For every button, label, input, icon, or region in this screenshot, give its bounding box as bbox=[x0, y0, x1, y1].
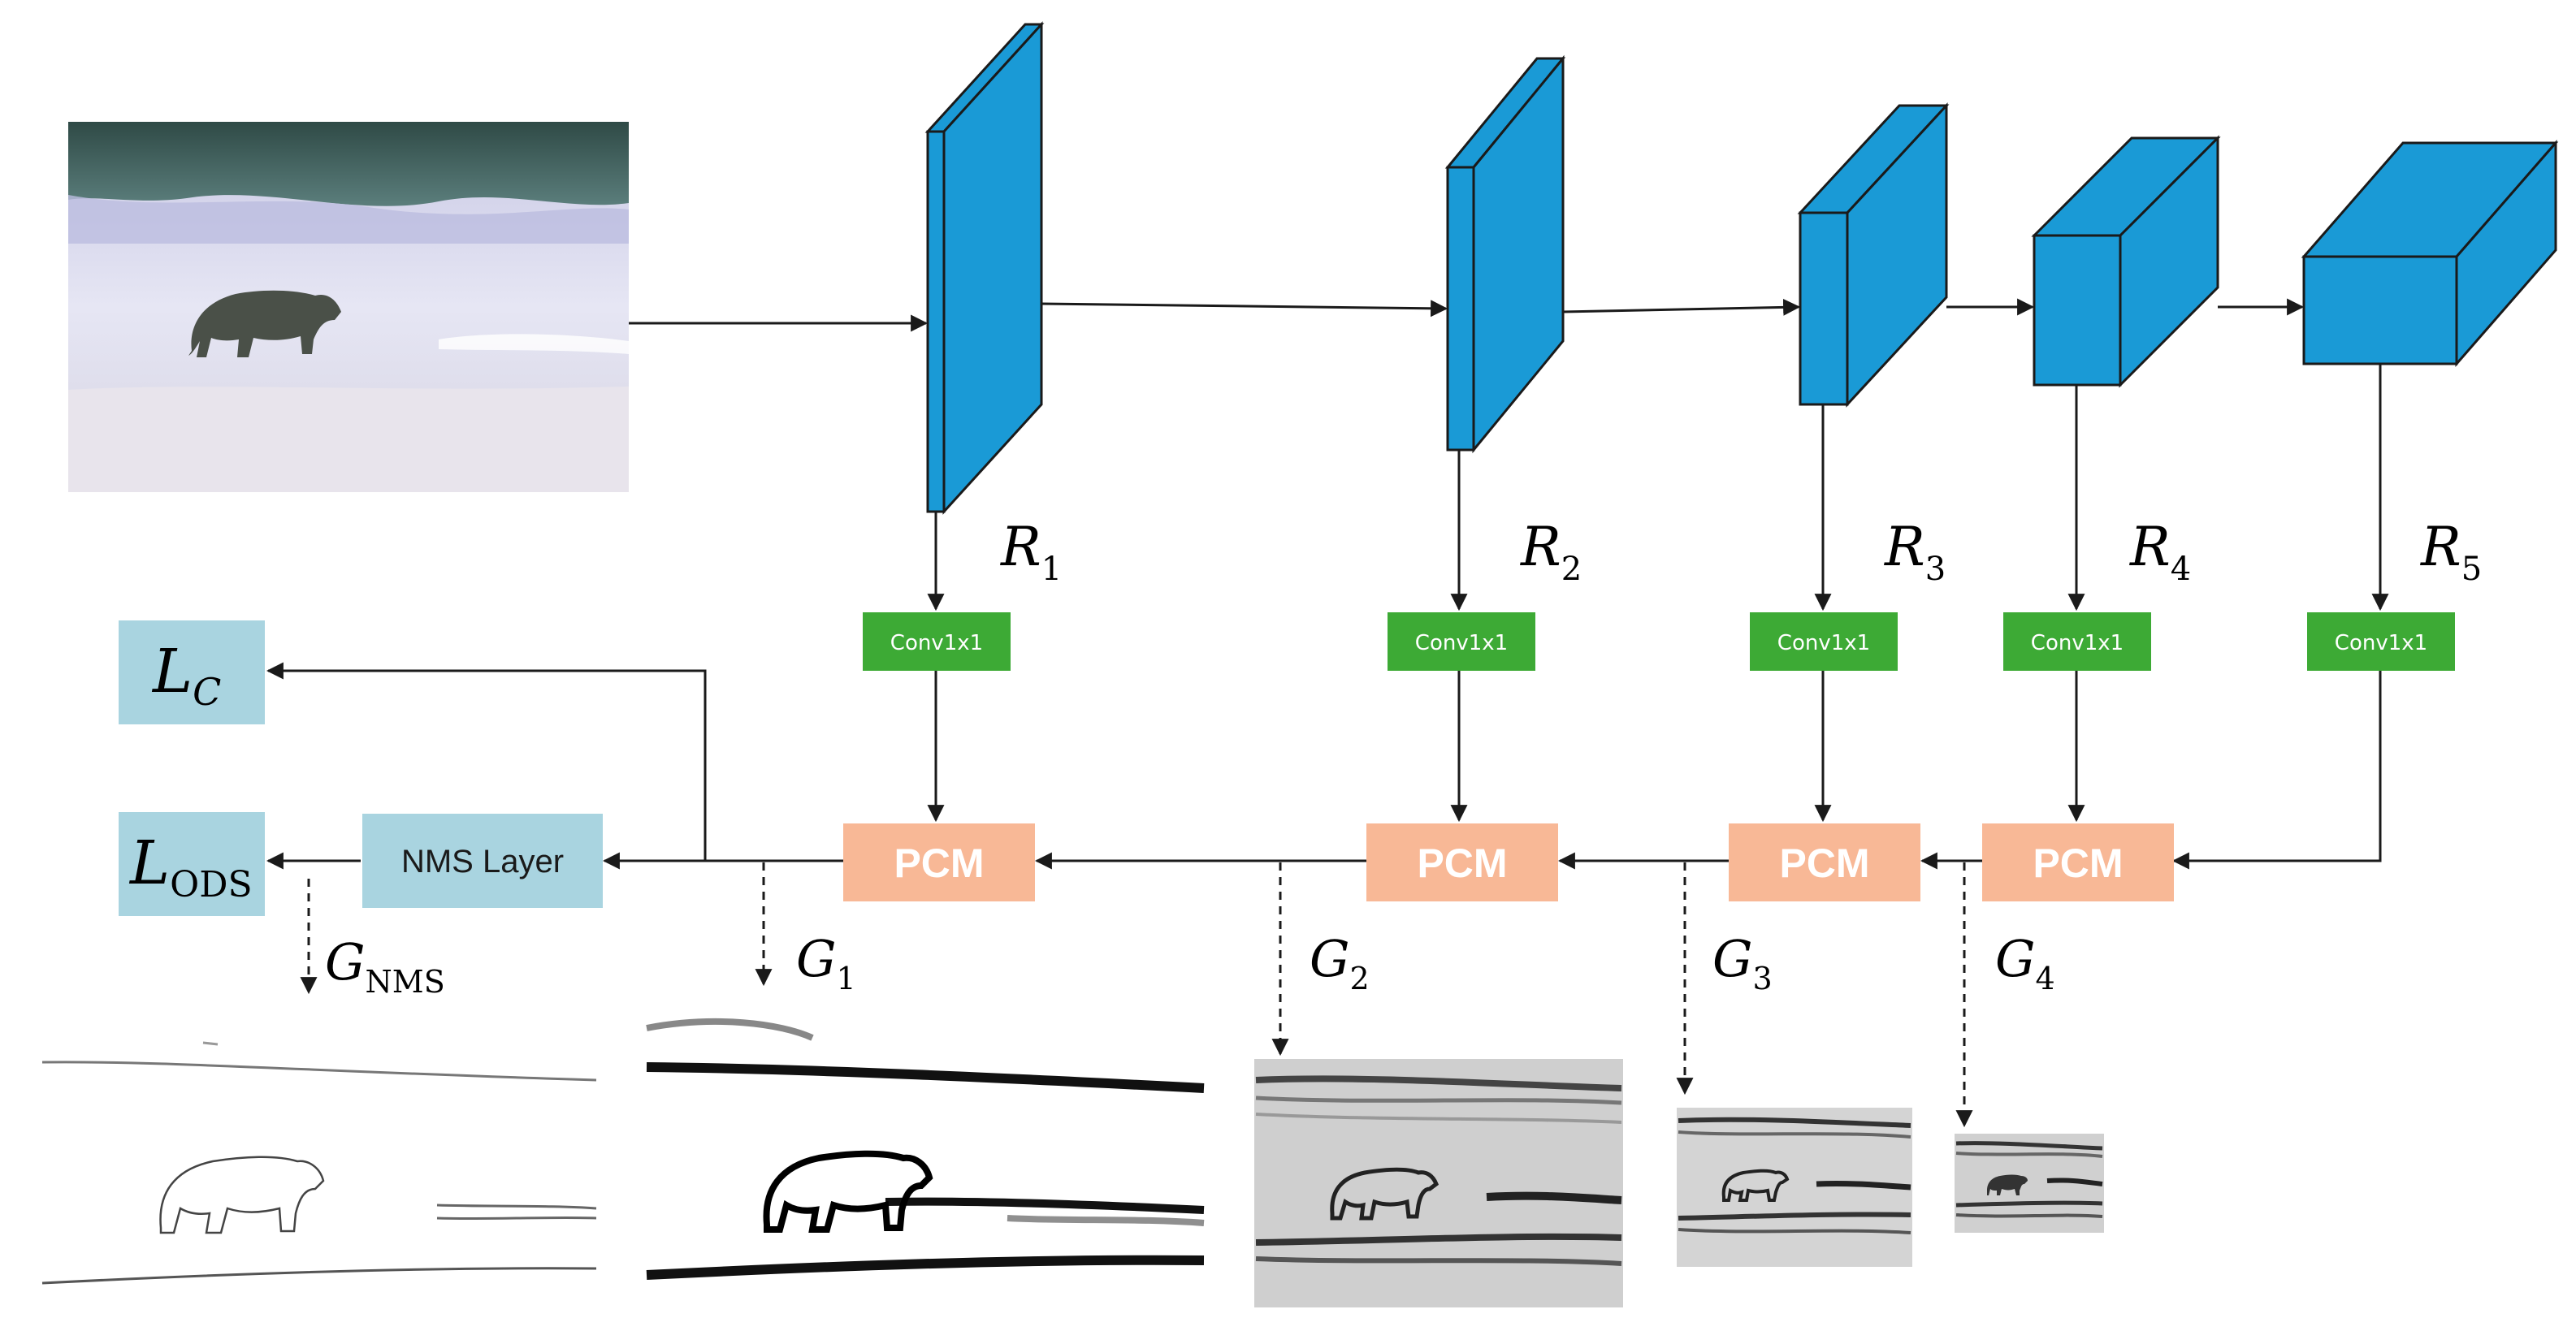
svg-text:PCM: PCM bbox=[1417, 841, 1507, 886]
loss-lods: LODS bbox=[119, 812, 265, 916]
conv-boxes: Conv1x1 Conv1x1 Conv1x1 Conv1x1 Conv1x1 bbox=[863, 612, 2455, 671]
bear-outline-thin bbox=[159, 1156, 325, 1234]
bear-outline-g2 bbox=[1330, 1167, 1440, 1221]
svg-text:PCM: PCM bbox=[1779, 841, 1869, 886]
output-dashed-arrows bbox=[300, 862, 1973, 1128]
r2-label: R2 bbox=[1520, 516, 1582, 588]
forward-arrows bbox=[629, 298, 2305, 332]
svg-text:Conv1x1: Conv1x1 bbox=[1777, 631, 1870, 655]
g3-label: G3 bbox=[1712, 929, 1773, 996]
bear-silhouette bbox=[188, 290, 341, 357]
g2-label: G2 bbox=[1310, 929, 1370, 996]
conv1x1-box-1 bbox=[863, 612, 1011, 671]
r3-label: R3 bbox=[1884, 516, 1946, 588]
svg-text:Conv1x1: Conv1x1 bbox=[1415, 631, 1508, 655]
block-to-conv-arrows bbox=[927, 364, 2389, 611]
pcm-boxes: PCM PCM PCM PCM bbox=[843, 823, 2174, 901]
conv1x1-box-2 bbox=[1388, 612, 1535, 671]
svg-text:PCM: PCM bbox=[2033, 841, 2123, 886]
svg-text:LC: LC bbox=[151, 637, 221, 714]
r-labels: R1 R2 R3 R4 R5 bbox=[1000, 516, 2482, 588]
feature-block-r3 bbox=[1797, 102, 1950, 408]
edge-map-gnms bbox=[39, 1000, 598, 1286]
r1-label: R1 bbox=[1000, 516, 1062, 588]
conv-to-pcm-arrows bbox=[927, 671, 2382, 870]
svg-text:Conv1x1: Conv1x1 bbox=[2031, 631, 2124, 655]
conv1x1-box-3 bbox=[1750, 612, 1898, 671]
conv1x1-box-5 bbox=[2307, 612, 2455, 671]
feature-block-r4 bbox=[2031, 135, 2221, 388]
bear-outline-g3 bbox=[1721, 1169, 1790, 1202]
feature-block-r5 bbox=[2301, 139, 2559, 368]
pcm-box-1 bbox=[843, 823, 1035, 901]
feature-block-r2 bbox=[1444, 54, 1566, 454]
feature-block-r1 bbox=[924, 21, 1045, 515]
pcm-box-2 bbox=[1366, 823, 1558, 901]
svg-text:PCM: PCM bbox=[894, 841, 984, 886]
edge-map-g3 bbox=[1677, 1108, 1912, 1267]
pcm-box-3 bbox=[1729, 823, 1920, 901]
r4-label: R4 bbox=[2129, 516, 2191, 588]
conv1x1-box-4 bbox=[2003, 612, 2151, 671]
bear-outline-g4 bbox=[1987, 1174, 2028, 1195]
pcm-box-4 bbox=[1982, 823, 2174, 901]
svg-text:NMS Layer: NMS Layer bbox=[401, 844, 564, 879]
edge-map-g2 bbox=[1254, 1059, 1623, 1307]
g-labels: GNMS G1 G2 G3 G4 bbox=[325, 929, 2055, 1000]
svg-text:LODS: LODS bbox=[128, 828, 253, 905]
svg-text:Conv1x1: Conv1x1 bbox=[2335, 631, 2427, 655]
edge-map-g1 bbox=[645, 1000, 1206, 1286]
gnms-label: GNMS bbox=[325, 932, 445, 1000]
svg-text:Conv1x1: Conv1x1 bbox=[890, 631, 983, 655]
edge-map-g4 bbox=[1955, 1134, 2104, 1233]
g1-label: G1 bbox=[796, 929, 856, 996]
nms-layer: NMS Layer bbox=[362, 814, 603, 908]
pcm-chain-arrows bbox=[266, 662, 1982, 870]
bear-outline-thick bbox=[763, 1150, 933, 1233]
r5-label: R5 bbox=[2420, 516, 2482, 588]
loss-lc: LC bbox=[119, 620, 265, 724]
g4-label: G4 bbox=[1995, 929, 2055, 996]
input-photo bbox=[68, 122, 629, 492]
